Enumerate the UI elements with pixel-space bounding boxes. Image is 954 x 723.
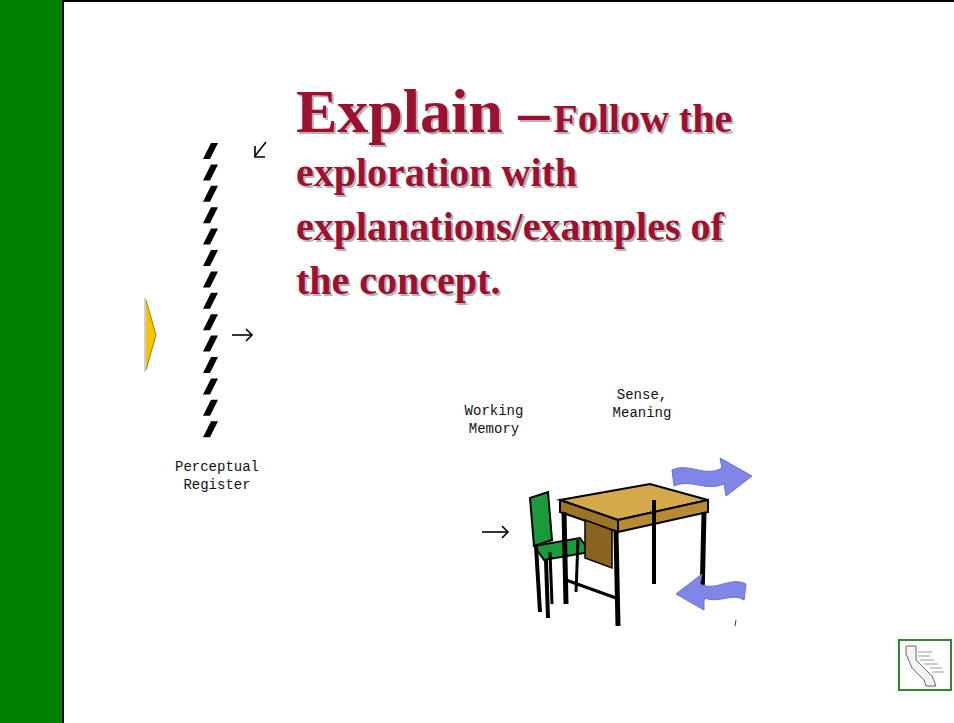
blue-arrow [672, 458, 752, 496]
tick-mark [735, 620, 736, 626]
arrow-symbol [232, 329, 252, 341]
desk-illustration [560, 484, 708, 626]
register-dash [203, 186, 218, 202]
figure-label: Working Memory [452, 402, 536, 438]
register-dashes [203, 143, 218, 437]
border-line [62, 0, 64, 723]
register-dash [203, 271, 218, 287]
green-bar [0, 0, 62, 723]
arrow-symbol [482, 526, 508, 538]
slide-heading: Explain – Follow the exploration with ex… [296, 78, 736, 312]
logo [899, 640, 951, 690]
figure-label: Sense, Meaning [600, 386, 684, 422]
register-dash [203, 207, 218, 223]
register-dash [203, 143, 218, 159]
border-line [62, 0, 954, 2]
spacer [549, 118, 553, 135]
figure-label: Perceptual Register [165, 458, 269, 494]
register-dash [203, 336, 218, 352]
register-dash [203, 400, 218, 416]
register-dash [203, 164, 218, 180]
register-dash [203, 421, 218, 437]
register-dash [203, 293, 218, 309]
register-dash [203, 378, 218, 394]
chevron-edge [144, 298, 146, 372]
register-dash [203, 229, 218, 245]
arrow-symbol [255, 142, 266, 157]
slide-title: Explain – [296, 77, 549, 145]
blue-arrow [676, 574, 746, 610]
register-dash [203, 314, 218, 330]
yellow-chevron [146, 300, 156, 370]
register-dash [203, 357, 218, 373]
register-dash [203, 250, 218, 266]
